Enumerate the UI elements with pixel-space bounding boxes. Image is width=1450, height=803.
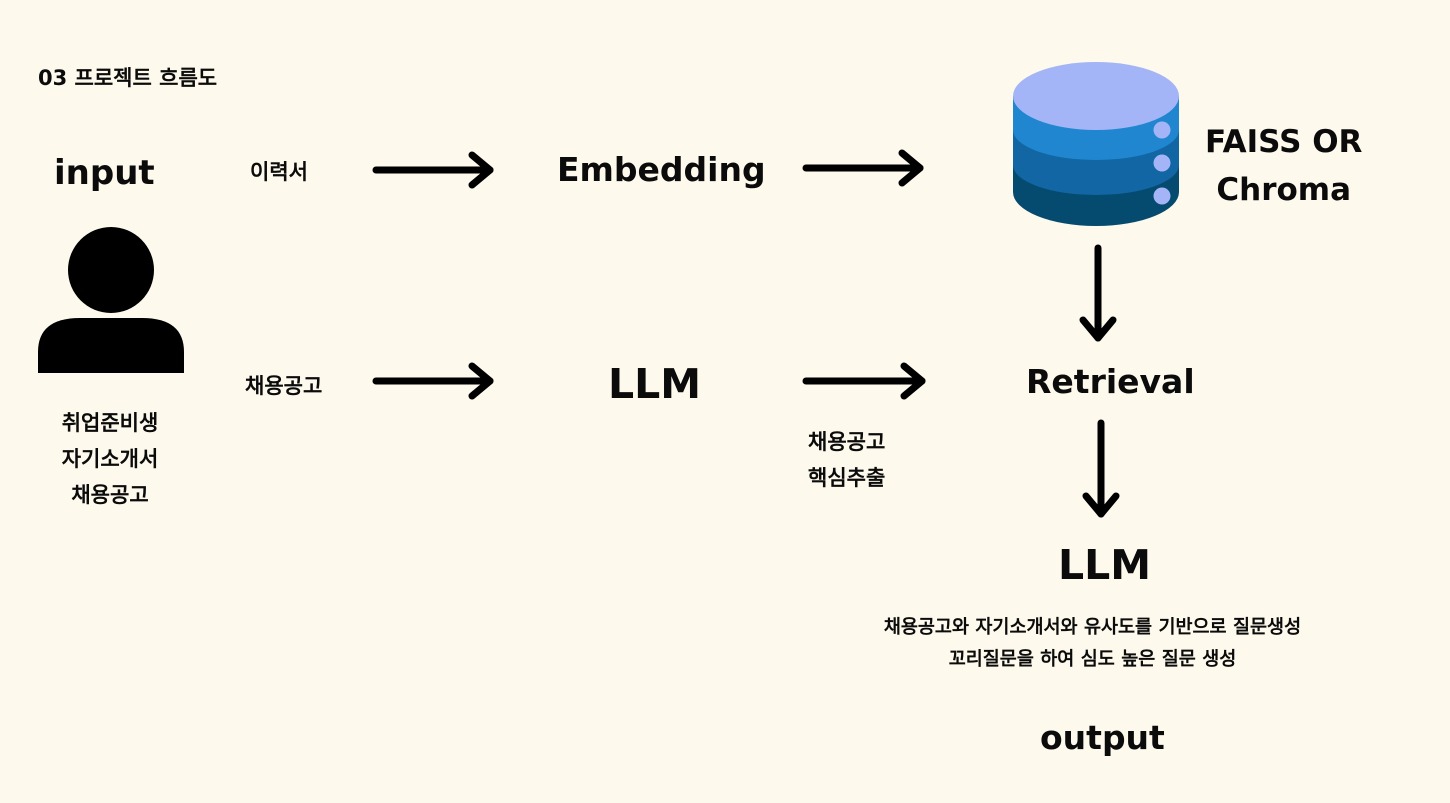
extract-note-line-2: 핵심추출 — [808, 466, 886, 490]
arrow-resume-to-embedding — [372, 151, 494, 189]
job-posting-label: 채용공고 — [245, 374, 323, 398]
input-label: input — [54, 153, 155, 193]
extract-note-line-1: 채용공고 — [808, 430, 886, 454]
llm-question-label: LLM — [1058, 541, 1152, 589]
person-icon — [38, 227, 184, 373]
persona-caption: 취업준비생 자기소개서 채용공고 — [40, 405, 180, 513]
arrow-retrieval-to-llm — [1082, 419, 1120, 518]
extract-note: 채용공고 핵심추출 — [808, 424, 885, 496]
persona-line-3: 채용공고 — [71, 483, 149, 507]
arrow-job-to-llm — [372, 362, 494, 400]
database-icon — [1013, 62, 1179, 226]
retrieval-label: Retrieval — [1026, 362, 1195, 401]
description-line-1: 채용공고와 자기소개서와 유사도를 기반으로 질문생성 — [883, 617, 1302, 638]
arrow-llm-to-retrieval — [802, 362, 926, 400]
question-description: 채용공고와 자기소개서와 유사도를 기반으로 질문생성 꼬리질문을 하여 심도 … — [820, 612, 1365, 676]
description-line-2: 꼬리질문을 하여 심도 높은 질문 생성 — [948, 649, 1237, 670]
arrow-db-to-retrieval — [1079, 244, 1117, 342]
arrow-embedding-to-db — [802, 149, 924, 187]
embedding-label: Embedding — [557, 150, 766, 189]
output-label: output — [1040, 718, 1165, 757]
persona-line-1: 취업준비생 — [61, 411, 159, 435]
persona-line-2: 자기소개서 — [61, 447, 159, 471]
page-title: 03 프로젝트 흐름도 — [38, 66, 218, 90]
vector-store-label: FAISS OR Chroma — [1205, 118, 1362, 214]
llm-extract-label: LLM — [608, 360, 702, 408]
vector-store-line-2: Chroma — [1216, 172, 1352, 208]
vector-store-line-1: FAISS OR — [1205, 124, 1363, 160]
resume-label: 이력서 — [250, 160, 308, 184]
